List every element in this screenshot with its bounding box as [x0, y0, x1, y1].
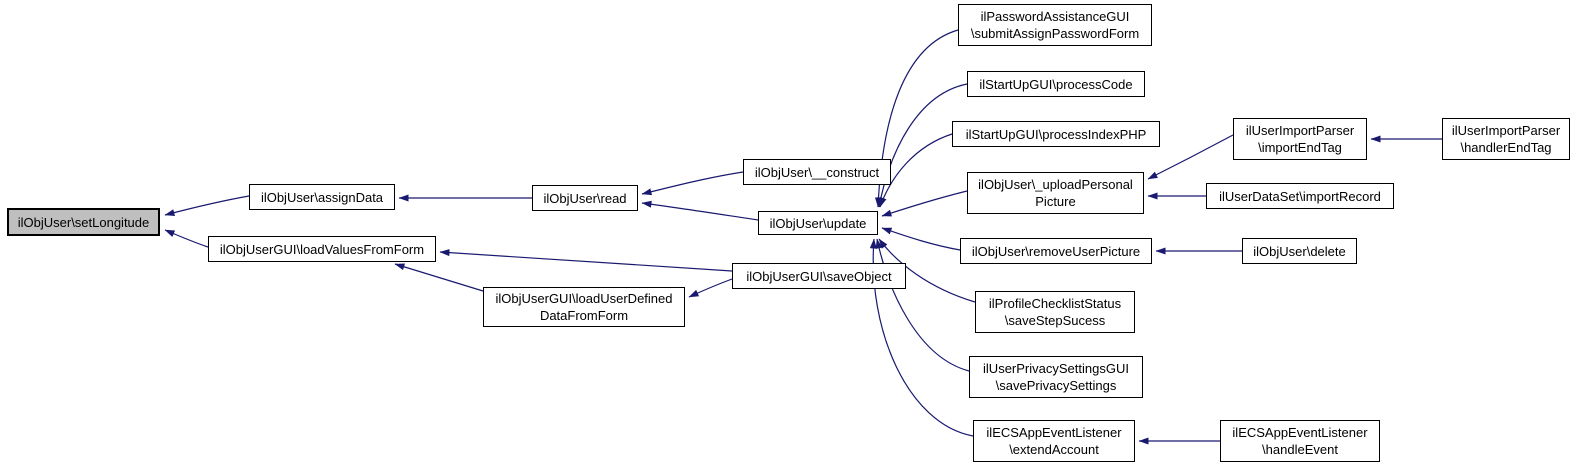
node-label: ilObjUser\assignData [260, 189, 384, 205]
node-label: \importEndTag [1258, 140, 1342, 155]
node-label: ilObjUser\__construct [754, 164, 880, 180]
node-label: ilObjUser\update [769, 215, 867, 231]
node-label: ilObjUserGUI\loadValuesFromForm [219, 241, 425, 257]
node-label: ilUserPrivacySettingsGUI [983, 361, 1129, 376]
node-label: ilUserDataSet\importRecord [1219, 188, 1381, 204]
node-label: ilObjUser\setLongitude [17, 214, 150, 230]
node-loadValuesFromForm[interactable]: ilObjUserGUI\loadValuesFromForm [208, 236, 436, 262]
node-label: ilUserImportParser [1245, 123, 1355, 138]
edge-importEndTag-to-uploadPersonalPicture [1147, 134, 1234, 180]
node-label: \submitAssignPasswordForm [970, 26, 1140, 41]
node-label: \savePrivacySettings [995, 378, 1117, 393]
node-construct[interactable]: ilObjUser\__construct [743, 159, 891, 185]
node-label: ilStartUpGUI\processIndexPHP [965, 126, 1147, 142]
node-label: \extendAccount [1009, 442, 1099, 457]
edge-savePrivacySettings-to-update [875, 238, 970, 372]
edge-processCode-to-update [877, 83, 968, 208]
edge-update-to-read [641, 200, 759, 221]
edge-processIndexPHP-to-update [879, 133, 953, 208]
edge-loadUserDefinedDataFromForm-to-loadValuesFromForm [394, 263, 484, 292]
node-label: ilPasswordAssistanceGUI [980, 9, 1130, 24]
node-saveStepSucess[interactable]: ilProfileChecklistStatus \saveStepSucess [975, 291, 1135, 333]
node-importEndTag[interactable]: ilUserImportParser \importEndTag [1233, 118, 1367, 160]
node-label: ilObjUserGUI\loadUserDefined [495, 291, 673, 306]
node-label: ilObjUser\read [543, 190, 627, 206]
node-label: ilObjUserGUI\saveObject [746, 268, 892, 284]
node-setLongitude: ilObjUser\setLongitude [7, 208, 160, 236]
edge-uploadPersonalPicture-to-update [881, 190, 968, 217]
node-assignData[interactable]: ilObjUser\assignData [249, 184, 395, 210]
node-label: ilProfileChecklistStatus [988, 296, 1122, 311]
node-delete[interactable]: ilObjUser\delete [1242, 238, 1357, 264]
node-label: ilECSAppEventListener [986, 425, 1122, 440]
node-label: \handleEvent [1262, 442, 1338, 457]
node-extendAccount[interactable]: ilECSAppEventListener \extendAccount [973, 420, 1135, 462]
node-label: ilObjUser\_uploadPersonal [978, 177, 1133, 192]
node-label: ilECSAppEventListener [1232, 425, 1368, 440]
node-label: ilObjUser\delete [1253, 243, 1346, 259]
node-saveObject[interactable]: ilObjUserGUI\saveObject [732, 263, 906, 289]
node-removeUserPicture[interactable]: ilObjUser\removeUserPicture [960, 238, 1152, 264]
edge-construct-to-read [641, 171, 744, 196]
node-importRecord[interactable]: ilUserDataSet\importRecord [1206, 183, 1394, 209]
node-processCode[interactable]: ilStartUpGUI\processCode [967, 71, 1145, 97]
edge-saveStepSucess-to-update [878, 238, 976, 303]
edge-saveObject-to-loadValuesFromForm [439, 249, 733, 272]
edge-loadValuesFromForm-to-setLongitude [164, 229, 209, 248]
node-label: ilObjUser\removeUserPicture [971, 243, 1141, 259]
node-label: Picture [1035, 194, 1076, 209]
node-label: ilStartUpGUI\processCode [979, 76, 1133, 92]
node-update[interactable]: ilObjUser\update [758, 211, 878, 235]
node-label: ilUserImportParser [1451, 123, 1561, 138]
node-label: \saveStepSucess [1004, 313, 1106, 328]
node-label: \handlerEndTag [1460, 140, 1552, 155]
edge-assignData-to-setLongitude [164, 195, 250, 216]
node-label: DataFromForm [539, 308, 629, 323]
node-handlerEndTag[interactable]: ilUserImportParser \handlerEndTag [1442, 118, 1570, 160]
node-savePrivacySettings[interactable]: ilUserPrivacySettingsGUI \savePrivacySett… [969, 356, 1143, 398]
node-handleEvent[interactable]: ilECSAppEventListener \handleEvent [1220, 420, 1380, 462]
node-submitAssignPasswordForm[interactable]: ilPasswordAssistanceGUI \submitAssignPass… [958, 4, 1152, 46]
node-processIndexPHP[interactable]: ilStartUpGUI\processIndexPHP [952, 121, 1160, 147]
node-read[interactable]: ilObjUser\read [532, 185, 638, 211]
edge-saveObject-to-loadUserDefinedDataFromForm [688, 278, 733, 298]
edge-removeUserPicture-to-update [881, 227, 961, 251]
